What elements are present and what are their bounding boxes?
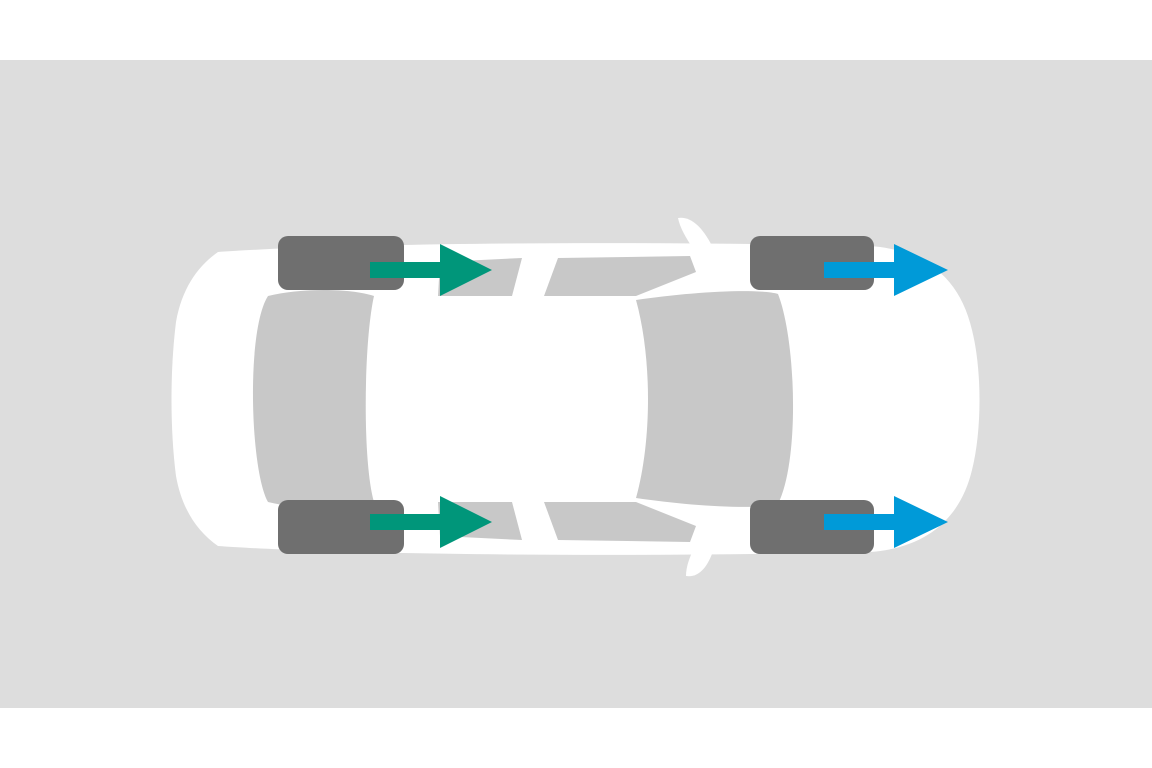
front-wheel-arrows [824, 244, 948, 548]
tire-front-right [750, 500, 874, 554]
left-mirror [678, 217, 712, 250]
tire-rear-right [278, 500, 404, 554]
side-window-bottom-front [544, 502, 696, 542]
windshield [636, 291, 794, 507]
side-window-top-front [544, 256, 696, 296]
rear-window [252, 290, 374, 508]
car [171, 217, 980, 577]
arrow-front-right [824, 496, 948, 548]
arrow-rear-right [370, 496, 492, 548]
rear-wheel-arrows [370, 244, 492, 548]
arrow-front-left [824, 244, 948, 296]
arrow-rear-left [370, 244, 492, 296]
